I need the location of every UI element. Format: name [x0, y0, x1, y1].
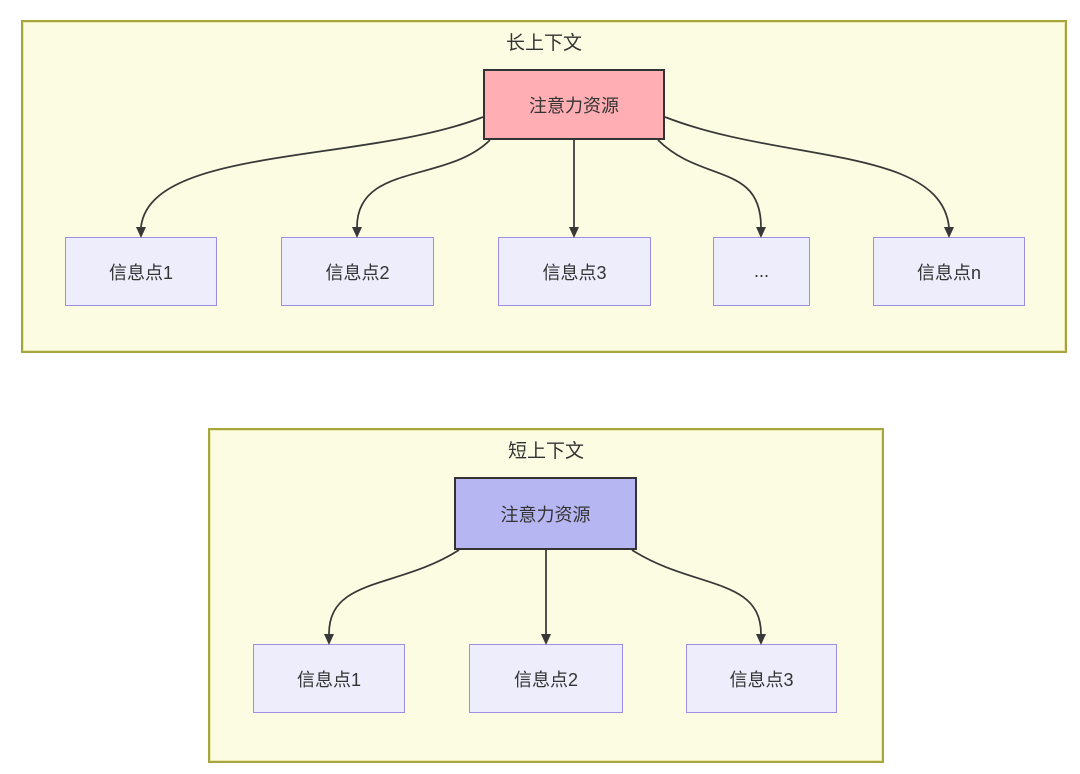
info-point-node: 信息点3: [498, 237, 651, 306]
info-point-label: ...: [753, 261, 769, 281]
info-point-node-ellipsis: ...: [713, 237, 810, 306]
info-point-label: 信息点1: [108, 262, 173, 283]
info-point-node: 信息点1: [65, 237, 217, 306]
info-point-node: 信息点n: [873, 237, 1025, 306]
info-point-label: 信息点2: [513, 669, 578, 690]
info-point-label: 信息点3: [542, 262, 607, 283]
info-point-label: 信息点n: [916, 262, 981, 283]
long-context-title: 长上下文: [505, 33, 583, 54]
info-point-node: 信息点1: [253, 644, 405, 713]
attention-resource-label: 注意力资源: [500, 504, 591, 525]
info-point-node: 信息点2: [469, 644, 623, 713]
info-point-label: 信息点2: [325, 262, 390, 283]
attention-resource-node-long: 注意力资源: [483, 69, 665, 140]
short-context-title: 短上下文: [507, 441, 585, 462]
info-point-label: 信息点1: [296, 669, 361, 690]
info-point-node: 信息点2: [281, 237, 434, 306]
attention-resource-label: 注意力资源: [529, 95, 619, 116]
info-point-label: 信息点3: [729, 669, 794, 690]
attention-resource-node-short: 注意力资源: [454, 477, 637, 550]
info-point-node: 信息点3: [686, 644, 837, 713]
